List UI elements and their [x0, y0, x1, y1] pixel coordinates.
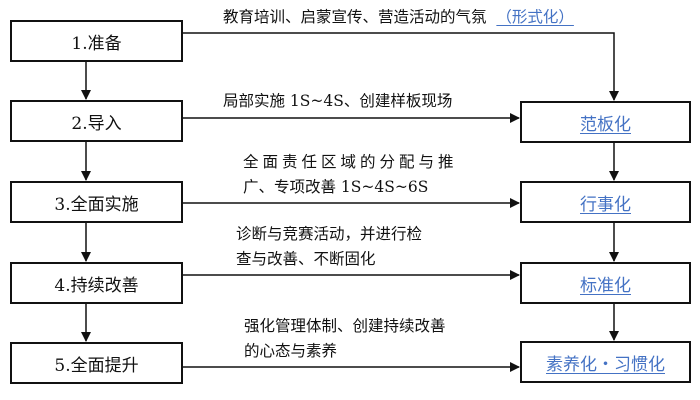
- note-step-3: 全面责任区域的分配与推 广、专项改善 1S~4S~6S: [243, 150, 458, 200]
- note-line: 强化管理体制、创建持续改善: [244, 317, 446, 335]
- result-label: 标准化: [580, 275, 631, 296]
- result-label: 范板化: [580, 114, 631, 135]
- note-line: 广、专项改善 1S~4S~6S: [243, 178, 429, 196]
- step-label: 3.全面实施: [54, 194, 139, 215]
- result-label-formalization: （形式化）: [496, 8, 574, 26]
- note-line: 查与改善、不断固化: [236, 250, 376, 268]
- step-label: 5.全面提升: [54, 355, 139, 376]
- note-step-2: 局部实施 1S~4S、创建样板现场: [223, 89, 452, 114]
- note-line: 的心态与素养: [244, 342, 338, 360]
- step-box-3: 3.全面实施: [10, 181, 183, 223]
- note-line: 全面责任区域的分配与推: [243, 153, 458, 171]
- step-label: 1.准备: [71, 33, 122, 54]
- step-label: 2.导入: [71, 113, 122, 134]
- note-line: 局部实施 1S~4S、创建样板现场: [223, 92, 453, 110]
- step-box-5: 5.全面提升: [10, 342, 183, 384]
- result-label: 行事化: [580, 194, 631, 215]
- step-label: 4.持续改善: [54, 275, 139, 296]
- result-box-5: 素养化・习惯化: [520, 341, 691, 383]
- note-step-1: 教育培训、启蒙宣传、营造活动的气氛 （形式化）: [223, 5, 574, 30]
- note-step-5: 强化管理体制、创建持续改善 的心态与素养: [244, 314, 446, 364]
- result-box-4: 标准化: [520, 262, 691, 304]
- result-label: 素养化・习惯化: [546, 354, 665, 375]
- step-box-2: 2.导入: [10, 100, 183, 142]
- result-box-2: 范板化: [520, 101, 691, 143]
- step-box-4: 4.持续改善: [10, 262, 183, 304]
- note-line: 教育培训、启蒙宣传、营造活动的气氛: [223, 8, 487, 26]
- note-step-4: 诊断与竞赛活动，并进行检 查与改善、不断固化: [236, 222, 422, 272]
- arrow-step1-to-result2: [181, 32, 619, 101]
- note-line: 诊断与竞赛活动，并进行检: [236, 225, 423, 243]
- result-box-3: 行事化: [520, 181, 691, 223]
- step-box-1: 1.准备: [10, 20, 183, 62]
